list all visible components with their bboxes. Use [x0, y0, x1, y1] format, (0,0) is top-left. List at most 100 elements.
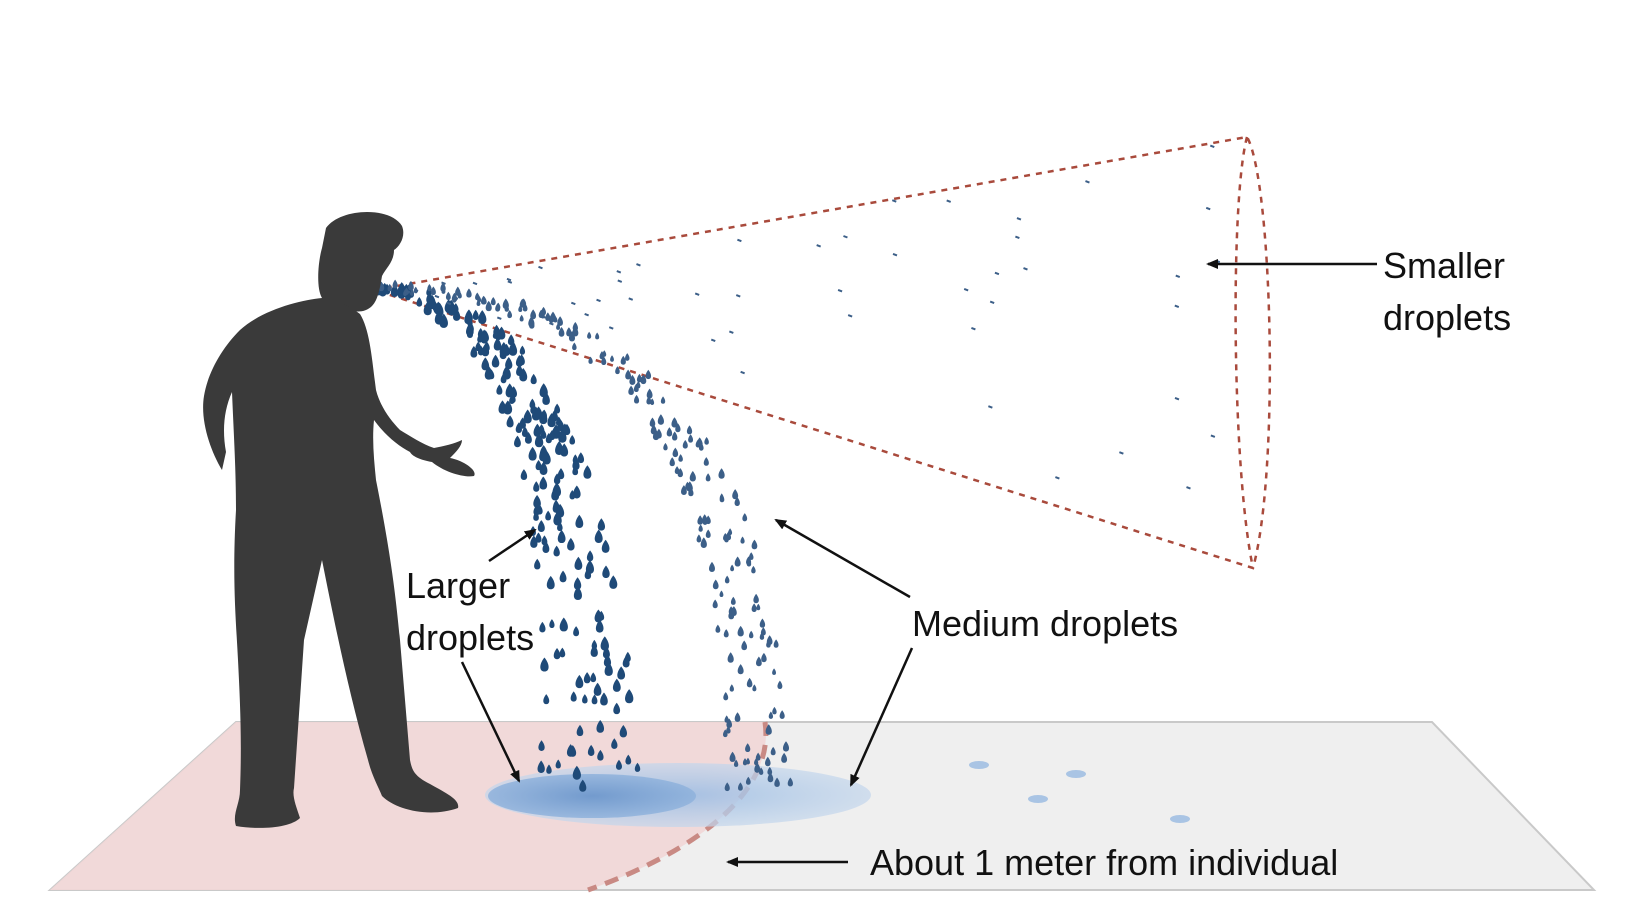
droplet — [477, 333, 483, 343]
droplet — [554, 403, 561, 414]
droplet — [735, 294, 741, 298]
droplet — [453, 303, 459, 313]
droplet — [768, 711, 774, 719]
puddles — [485, 761, 1190, 827]
droplet — [505, 383, 514, 398]
droplet — [733, 759, 739, 767]
droplet — [719, 494, 725, 503]
droplet — [538, 265, 543, 270]
droplet — [1174, 304, 1180, 309]
droplet — [539, 621, 546, 633]
droplet — [660, 396, 666, 404]
droplet — [740, 536, 745, 544]
droplet — [541, 535, 548, 546]
droplet — [703, 457, 709, 466]
droplet — [746, 558, 752, 567]
droplet — [446, 301, 452, 306]
droplet — [1215, 259, 1221, 264]
droplet — [492, 329, 499, 339]
droplet — [702, 516, 708, 525]
droplet — [573, 586, 582, 601]
droplet — [625, 353, 630, 361]
droplet — [533, 481, 540, 492]
droplet — [510, 341, 516, 352]
medium-droplet-stream — [366, 279, 793, 792]
person-head — [318, 211, 404, 318]
droplet — [646, 396, 652, 405]
label-medium-droplets: Medium droplets — [912, 603, 1178, 644]
droplet — [597, 749, 604, 761]
droplet — [737, 782, 743, 791]
droplet — [724, 715, 729, 723]
droplet — [988, 405, 993, 409]
droplet — [534, 425, 541, 435]
droplet — [542, 392, 550, 405]
droplet — [615, 366, 620, 375]
droplet — [710, 338, 716, 343]
droplet — [746, 677, 753, 688]
droplet — [537, 760, 545, 773]
droplet — [719, 590, 724, 598]
droplet — [549, 322, 554, 326]
droplet — [609, 575, 618, 589]
droplet — [478, 310, 487, 325]
droplet — [645, 369, 652, 380]
droplet — [410, 289, 414, 296]
droplet — [562, 423, 568, 433]
droplet — [553, 315, 558, 323]
droplet — [837, 288, 843, 293]
droplet — [539, 476, 548, 490]
droplet — [652, 429, 660, 441]
droplet — [766, 635, 773, 645]
droplet — [507, 310, 513, 319]
droplet — [617, 279, 623, 283]
droplet — [685, 481, 690, 490]
droplet — [585, 559, 595, 574]
droplet — [963, 288, 969, 292]
droplet — [547, 413, 556, 428]
droplet — [745, 776, 751, 785]
droplet — [657, 414, 664, 425]
droplet — [539, 461, 548, 475]
droplet — [1055, 476, 1060, 480]
droplet — [535, 532, 542, 543]
droplet — [689, 471, 696, 482]
arrow-medium-droplets-up — [774, 518, 911, 599]
droplet — [496, 384, 503, 395]
droplet — [429, 295, 436, 306]
droplet — [519, 345, 526, 355]
droplet — [761, 652, 767, 663]
person-body — [203, 298, 475, 828]
droplet — [569, 435, 576, 445]
droplet — [698, 442, 704, 451]
droplet — [1016, 217, 1022, 221]
droplet — [387, 283, 392, 292]
droplet — [734, 712, 741, 722]
droplet — [754, 762, 761, 773]
droplet — [556, 323, 561, 330]
droplet — [545, 312, 551, 321]
droplet — [519, 417, 526, 429]
droplet — [480, 295, 487, 305]
droplet — [729, 684, 734, 692]
droplet — [537, 520, 545, 532]
droplet — [575, 674, 584, 689]
droplet — [392, 279, 398, 289]
label-distance: About 1 meter from individual — [870, 842, 1338, 883]
droplet — [737, 238, 742, 243]
droplet — [553, 648, 561, 660]
droplet — [556, 503, 565, 518]
droplet — [539, 448, 547, 462]
droplet — [546, 575, 555, 590]
droplet — [700, 537, 707, 548]
annotation-arrows — [460, 259, 1377, 867]
one-meter-boundary — [587, 721, 769, 893]
arrow-medium-droplets-down — [849, 647, 914, 787]
droplet — [553, 499, 559, 510]
droplet — [681, 485, 687, 495]
droplet — [669, 457, 675, 467]
droplet — [490, 297, 496, 306]
droplet — [590, 672, 597, 683]
droplet — [704, 437, 709, 445]
droplet — [588, 356, 593, 364]
